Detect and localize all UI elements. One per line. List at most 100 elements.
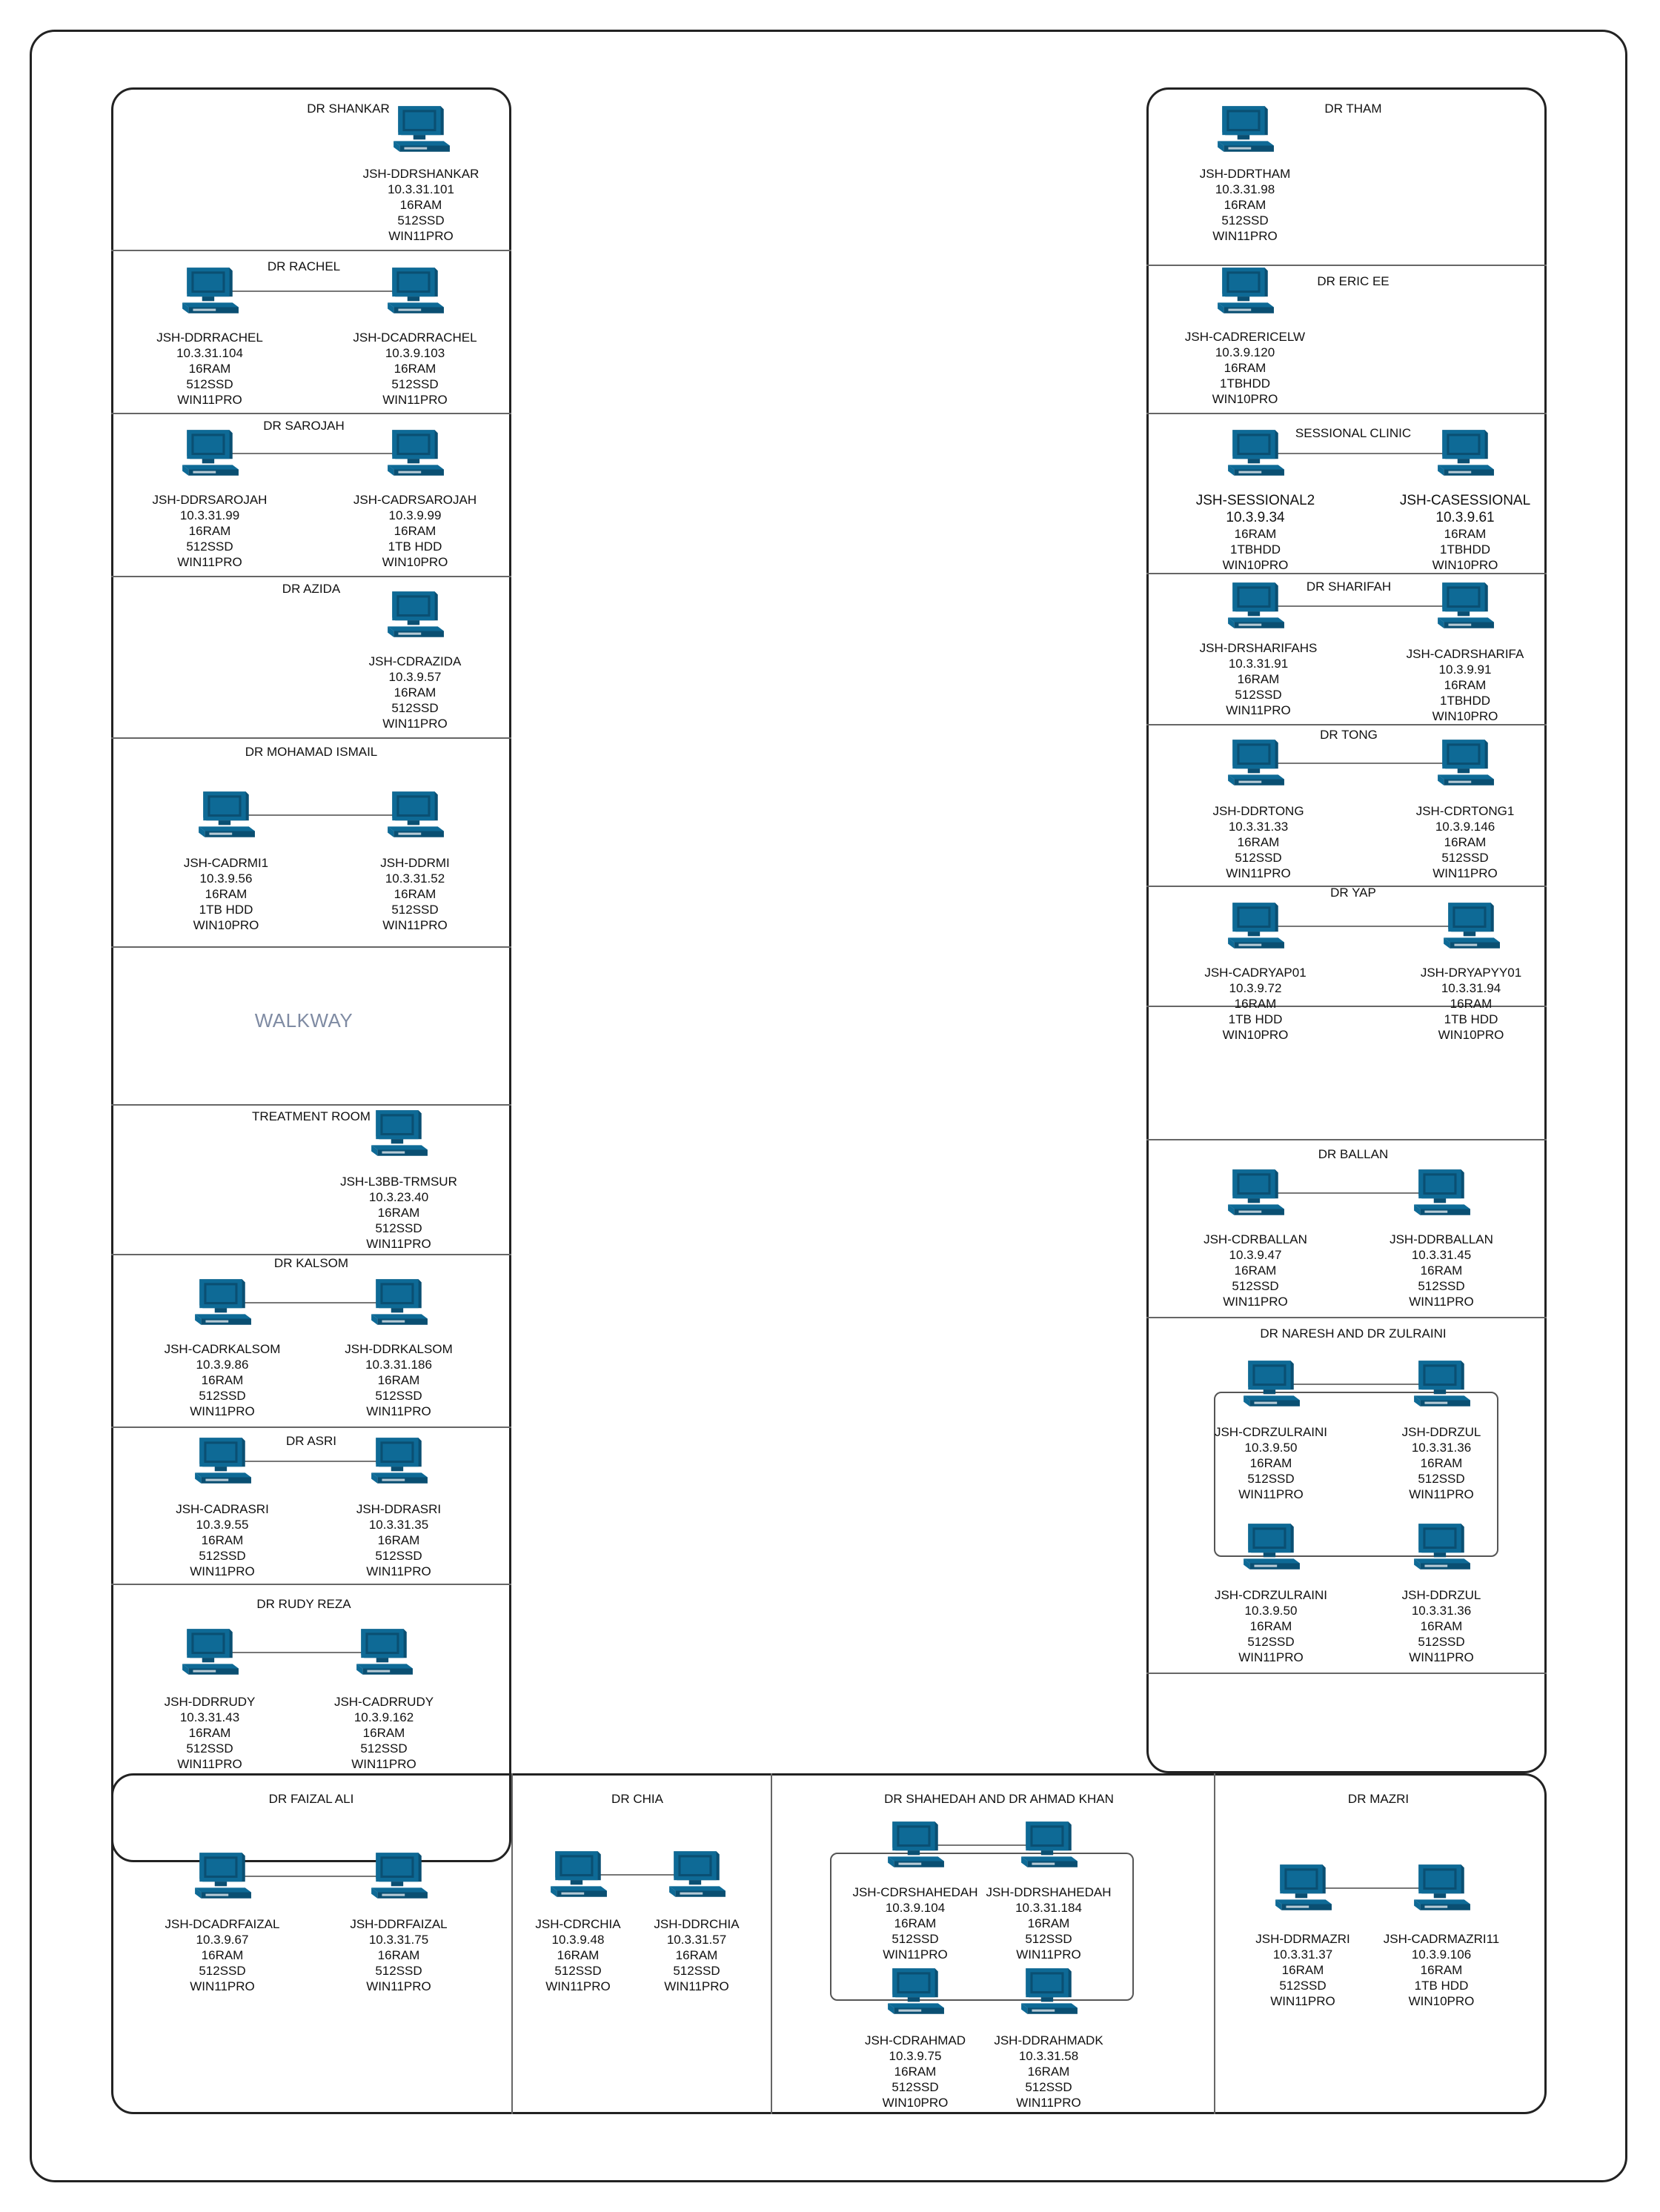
workstation-icon [368,1276,429,1332]
ram-spec: 16RAM [557,1948,600,1962]
ram-spec: 16RAM [188,524,231,538]
ip-address: 10.3.31.101 [388,182,454,196]
ram-spec: 16RAM [1420,1963,1463,1977]
disk-spec: 512SSD [375,1389,422,1403]
ram-spec: 16RAM [1444,678,1487,692]
left-wing-panel [111,87,511,1862]
ip-address: 10.3.9.75 [889,2049,942,2063]
os-spec: WIN11PRO [388,229,454,243]
ram-spec: 16RAM [399,198,442,212]
os-spec: WIN11PRO [351,1757,416,1771]
ip-address: 10.3.31.99 [179,508,240,522]
ram-spec: 16RAM [1450,997,1493,1011]
disk-spec: 512SSD [1025,2080,1072,2094]
hostname: JSH-DDRRACHEL [156,331,263,345]
room-title-dr-naresh-zulraini: DR NARESH AND DR ZULRAINI [1260,1326,1447,1341]
hostname: JSH-CDRCHIA [535,1917,621,1931]
hostname: JSH-CADRYAP01 [1204,966,1307,980]
os-spec: WIN10PRO [882,2096,949,2110]
divider [1146,1006,1547,1007]
workstation-icon [353,1626,414,1682]
divider [111,737,511,739]
os-spec: WIN10PRO [1408,1994,1475,2008]
room-title-dr-rudy-reza: DR RUDY REZA [256,1597,351,1611]
os-spec: WIN11PRO [366,1979,431,1993]
workstation-icon [368,1850,429,1906]
os-spec: WIN11PRO [177,393,242,407]
hostname: JSH-DDRKALSOM [345,1342,453,1356]
workstation-icon [385,265,445,321]
ip-address: 10.3.31.91 [1228,657,1289,671]
disk-spec: 512SSD [397,213,445,227]
disk-spec: 512SSD [892,2080,939,2094]
divider [111,576,511,577]
room-title-dr-tham: DR THAM [1324,102,1382,116]
hostname: JSH-CADRMI1 [183,856,269,870]
disk-spec: 1TBHDD [1229,542,1281,557]
disk-spec: 1TB HDD [1228,1012,1283,1026]
disk-spec: 1TBHDD [1439,694,1490,708]
room-title-dr-mohamad-ismail: DR MOHAMAD ISMAIL [245,745,378,759]
hostname: JSH-DDRTHAM [1199,167,1291,181]
divider [1146,413,1547,414]
os-spec: WIN11PRO [1223,1295,1288,1309]
disk-spec: 512SSD [1232,1279,1279,1293]
disk-spec: 512SSD [186,377,233,391]
disk-spec: 512SSD [391,377,439,391]
ip-address: 10.3.31.57 [666,1933,727,1947]
ram-spec: 16RAM [1234,1263,1277,1278]
ip-address: 10.3.9.48 [551,1933,605,1947]
room-title-dr-sarojah: DR SAROJAH [263,419,345,433]
workstation-icon [548,1848,608,1904]
disk-spec: 512SSD [375,1964,422,1978]
divider [1146,1673,1547,1674]
ip-address: 10.3.31.186 [365,1358,432,1372]
hostname: JSH-CASESSIONAL [1399,493,1531,508]
ram-spec: 16RAM [1234,997,1277,1011]
room-title-dr-chia: DR CHIA [611,1792,663,1806]
divider [111,1426,511,1428]
disk-spec: 512SSD [199,1389,246,1403]
ip-address: 10.3.31.58 [1018,2049,1079,2063]
disk-spec: 512SSD [375,1221,422,1235]
ip-address: 10.3.31.94 [1441,981,1501,995]
ram-spec: 16RAM [1237,835,1280,849]
os-spec: WIN11PRO [177,1757,242,1771]
ram-spec: 16RAM [205,887,248,901]
ip-address: 10.3.9.50 [1244,1604,1298,1618]
workstation-icon [1441,900,1501,956]
room-title-dr-ballan: DR BALLAN [1318,1147,1389,1161]
ram-spec: 16RAM [394,685,436,700]
os-spec: WIN11PRO [382,393,448,407]
ip-address: 10.3.31.33 [1228,820,1289,834]
workstation-icon [1215,103,1275,159]
ram-spec: 16RAM [188,362,231,376]
os-spec: WIN11PRO [190,1564,255,1578]
os-spec: WIN10PRO [1438,1028,1504,1042]
ram-spec: 16RAM [1420,1263,1463,1278]
ip-address: 10.3.9.61 [1435,510,1495,525]
disk-spec: 512SSD [391,701,439,715]
room-title-dr-eric-ee: DR ERIC EE [1317,274,1390,288]
ram-spec: 16RAM [1444,527,1487,541]
os-spec: WIN11PRO [1409,1295,1474,1309]
os-spec: WIN11PRO [1212,229,1278,243]
hostname: JSH-CADRASRI [176,1502,269,1516]
disk-spec: 512SSD [1235,688,1282,702]
walkway-label: WALKWAY [254,1009,353,1032]
workstation-icon [1018,1965,1079,2022]
ip-address: 10.3.9.34 [1226,510,1285,525]
